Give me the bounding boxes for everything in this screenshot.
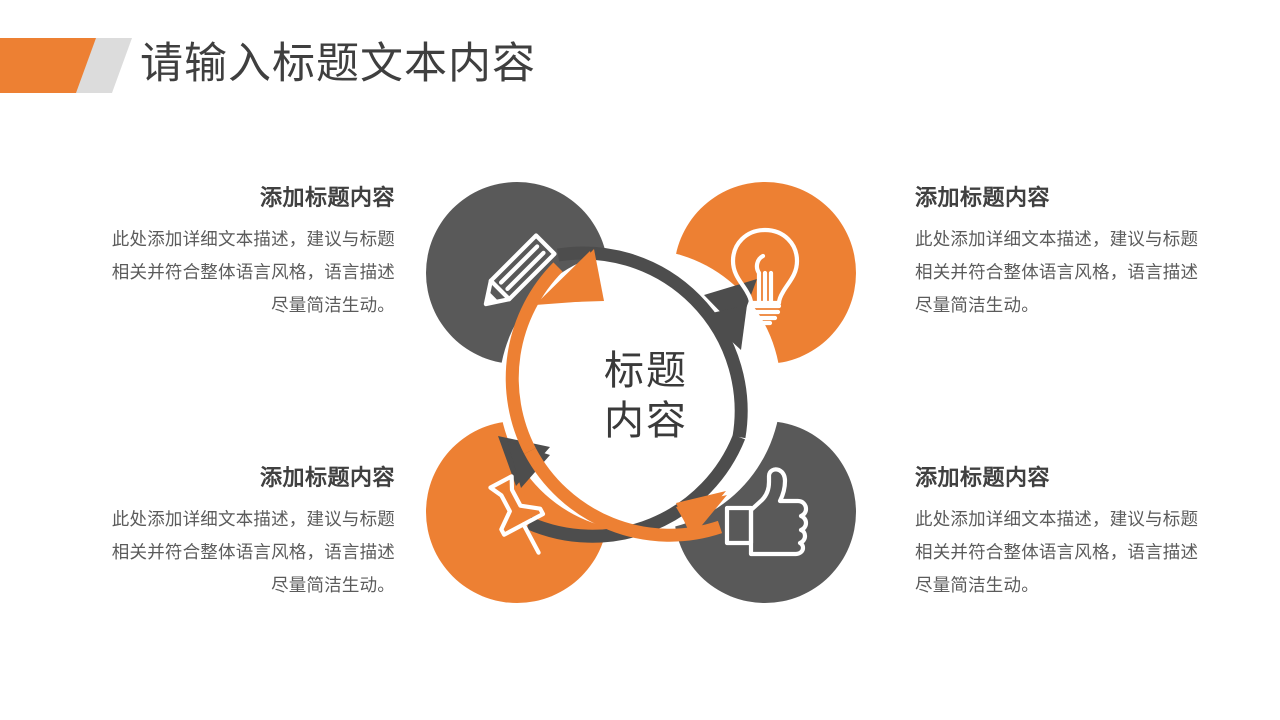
icon-circle-top-left	[426, 182, 608, 364]
icon-circle-bottom-left	[426, 421, 608, 603]
text-block-bottom-right: 添加标题内容 此处添加详细文本描述，建议与标题相关并符合整体语言风格，语言描述尽…	[915, 463, 1205, 602]
arrow-arc-orange	[505, 249, 727, 542]
page-title: 请输入标题文本内容	[140, 40, 536, 88]
cycle-diagram	[390, 155, 890, 625]
lightbulb-icon	[730, 227, 800, 326]
block-body: 此处添加详细文本描述，建议与标题相关并符合整体语言风格，语言描述尽量简洁生动。	[111, 509, 395, 595]
text-block-top-right: 添加标题内容 此处添加详细文本描述，建议与标题相关并符合整体语言风格，语言描述尽…	[915, 183, 1205, 322]
block-heading: 添加标题内容	[915, 465, 1051, 490]
block-body: 此处添加详细文本描述，建议与标题相关并符合整体语言风格，语言描述尽量简洁生动。	[111, 229, 395, 315]
pencil-icon	[483, 233, 557, 307]
block-heading: 添加标题内容	[915, 185, 1051, 210]
text-block-bottom-left: 添加标题内容 此处添加详细文本描述，建议与标题相关并符合整体语言风格，语言描述尽…	[105, 463, 395, 602]
pushpin-icon	[488, 474, 546, 555]
slide-header: 请输入标题文本内容	[0, 0, 1280, 130]
block-heading: 添加标题内容	[259, 465, 395, 490]
block-heading: 添加标题内容	[259, 185, 395, 210]
block-body: 此处添加详细文本描述，建议与标题相关并符合整体语言风格，语言描述尽量简洁生动。	[915, 229, 1199, 315]
text-block-top-left: 添加标题内容 此处添加详细文本描述，建议与标题相关并符合整体语言风格，语言描述尽…	[105, 183, 395, 322]
arrow-arc-gray	[498, 246, 757, 543]
thumbs-up-icon	[724, 467, 809, 557]
block-body: 此处添加详细文本描述，建议与标题相关并符合整体语言风格，语言描述尽量简洁生动。	[915, 509, 1199, 595]
